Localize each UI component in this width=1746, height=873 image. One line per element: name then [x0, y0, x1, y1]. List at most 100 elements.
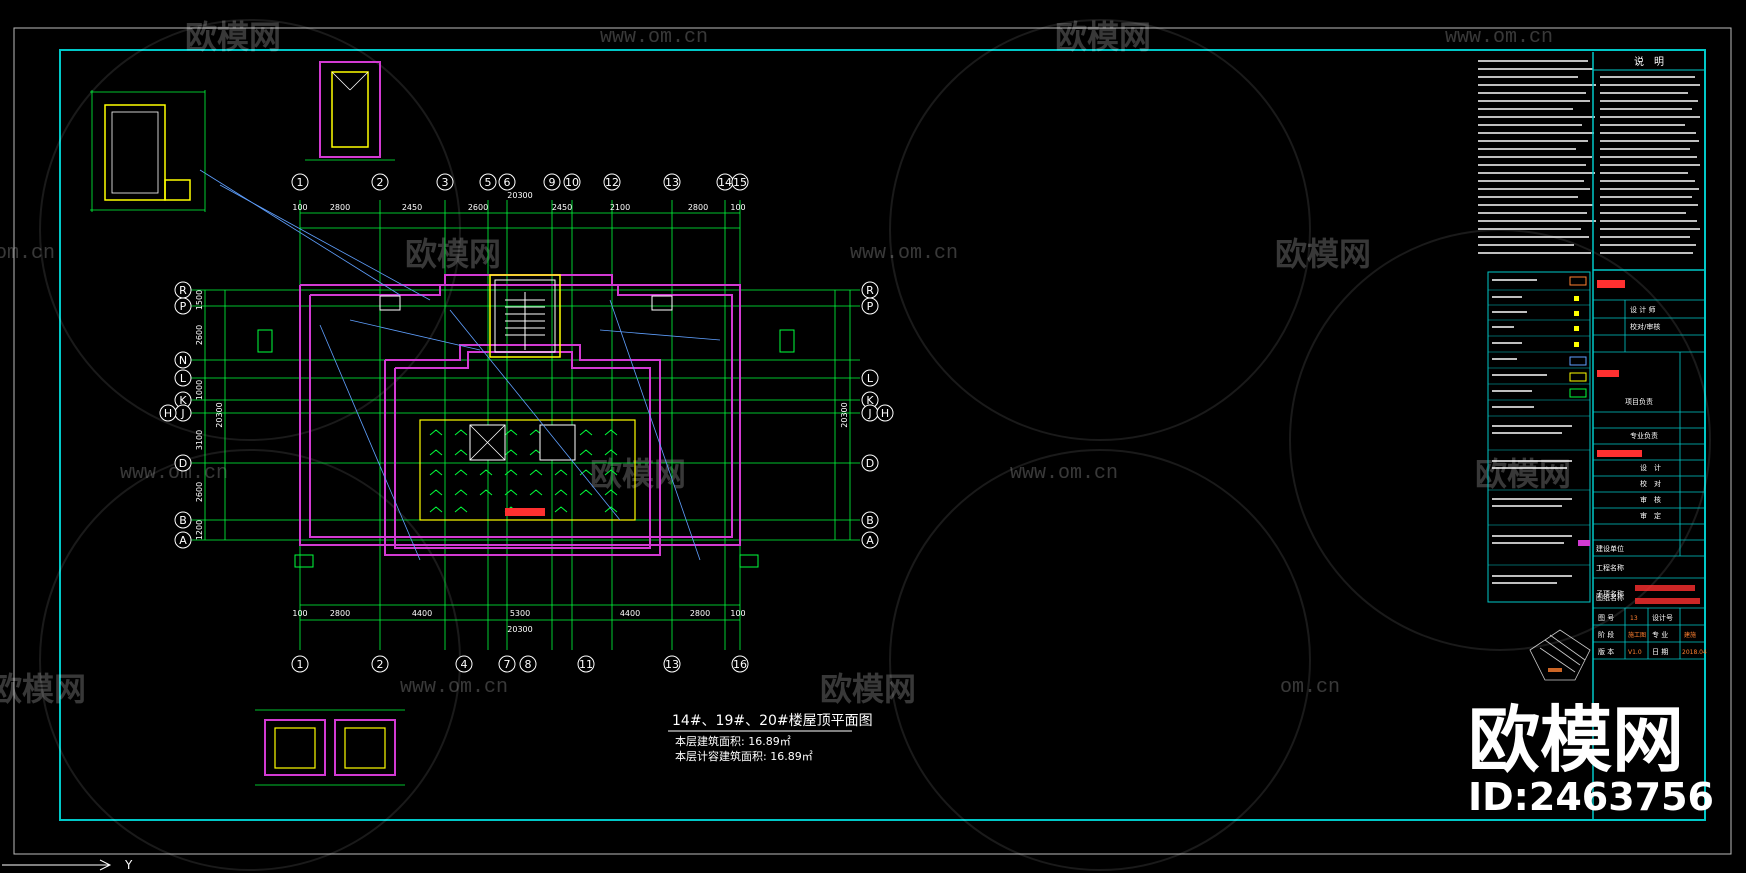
axis-label: 10: [565, 176, 579, 189]
title-row-label: 工程名称: [1596, 563, 1624, 572]
title-row-label: 项目负责: [1625, 397, 1653, 406]
axis-label: 13: [665, 658, 679, 671]
title-block: 设 计 师 校对/审核 项目负责 专业负责 设 计 校 对 审 核 审 定 建设…: [1593, 280, 1707, 660]
axis-label: 4: [461, 658, 468, 671]
axis-label: L: [867, 372, 874, 385]
axis-labels-right: R P L K J H D B A: [866, 284, 889, 547]
pipes-and-leaders: [199, 169, 721, 561]
dimension-text: 2600: [468, 203, 488, 212]
dimension-text: 1000: [195, 380, 204, 400]
axis-bubbles-right: [861, 281, 894, 549]
area-line-2: 本层计容建筑面积: 16.89㎡: [675, 749, 813, 763]
watermark-brand: 欧模网: [1055, 18, 1151, 56]
table-label: 版 本: [1598, 647, 1614, 656]
title-row-label: 建设单位: [1596, 544, 1624, 553]
legend-column: [1487, 271, 1591, 603]
dimension-text: 2800: [330, 609, 350, 618]
dimension-text: 20300: [840, 402, 849, 427]
dimension-texts: 100 2800 2450 2600 2450 2100 2800 100 20…: [292, 191, 745, 634]
dimension-text: 20300: [507, 625, 532, 634]
detail-boxes: [257, 295, 795, 568]
dimension-text: 2450: [552, 203, 572, 212]
dimension-text: 20300: [507, 191, 532, 200]
axis-labels-left: R P N L K J H D B A: [164, 284, 188, 547]
brand-watermark-text: 欧模网: [1468, 698, 1684, 782]
dimension-text: 1200: [195, 520, 204, 540]
axis-bubbles-bottom: [291, 655, 749, 673]
detail-plan-bottom: [255, 709, 405, 786]
table-value: 建施: [1684, 631, 1696, 639]
dimension-text: 100: [730, 203, 745, 212]
axis-label: 8: [525, 658, 532, 671]
axis-label: 16: [733, 658, 747, 671]
dimension-text: 2100: [610, 203, 630, 212]
table-label: 阶 段: [1598, 630, 1614, 639]
watermark-brand: 欧模网: [820, 670, 916, 708]
table-value: 施工图: [1628, 631, 1646, 639]
title-row-label: 专业负责: [1630, 431, 1658, 440]
inner-frame: [59, 49, 1706, 821]
axis-label: B: [179, 514, 187, 527]
drawing-title: 14#、19#、20#楼屋顶平面图 本层建筑面积: 16.89㎡ 本层计容建筑面…: [668, 713, 873, 763]
axis-label: 11: [579, 658, 593, 671]
axis-label: L: [180, 372, 187, 385]
brand-watermark-id: ID:2463756: [1468, 775, 1714, 819]
axis-label: 7: [504, 658, 511, 671]
dimension-text: 2600: [195, 482, 204, 502]
axis-label: 14: [718, 176, 732, 189]
ucs-icon: Y: [2, 858, 133, 872]
watermark-brand: 欧模网: [0, 670, 86, 708]
dimension-text: 5300: [510, 609, 530, 618]
title-row-label: 审 核: [1640, 495, 1661, 504]
watermark-brand: 欧模网: [405, 235, 501, 273]
axis-label: D: [179, 457, 187, 470]
watermark-url: www.om.cn: [400, 676, 508, 699]
watermark-url: www.om.cn: [850, 242, 958, 265]
axis-labels-bottom: 1 2 4 7 8 11 13 16: [297, 658, 748, 671]
axis-label: A: [866, 534, 874, 547]
dimension-text: 4400: [620, 609, 640, 618]
axis-label: 2: [377, 658, 384, 671]
svg-text:Y: Y: [124, 858, 133, 872]
axis-bubbles-left: [159, 281, 192, 549]
dimension-text: 2800: [688, 203, 708, 212]
axis-label: 3: [442, 176, 449, 189]
axis-label: 5: [485, 176, 492, 189]
table-label: 专 业: [1652, 630, 1668, 639]
title-row-label: 设 计: [1640, 463, 1661, 472]
dimension-texts-left: 1500 2600 1000 3100 2600 1200 20300 2030…: [195, 290, 849, 540]
axis-label: 15: [733, 176, 747, 189]
watermark-url: www.om.cn: [1010, 462, 1118, 485]
title-row-label: 审 定: [1640, 511, 1661, 520]
axis-label: B: [866, 514, 874, 527]
axis-label: P: [867, 300, 874, 313]
notes-panel: 说 明: [1478, 52, 1705, 820]
dimension-lines: [204, 212, 851, 621]
dimension-text: 2450: [402, 203, 422, 212]
dimension-text: 1500: [195, 290, 204, 310]
title-row-label: 设 计 师: [1630, 305, 1655, 314]
title-row-label: 校 对: [1640, 479, 1661, 488]
watermark-circles: [39, 19, 1711, 871]
watermarks: 欧模网 www.om.cn 欧模网 www.om.cn om.cn 欧模网 ww…: [0, 18, 1571, 708]
axis-label: 1: [297, 176, 304, 189]
watermark-brand: 欧模网: [185, 18, 281, 56]
axis-label: H: [164, 407, 172, 420]
detail-plan-top-left: [90, 90, 206, 212]
watermark-url: www.om.cn: [1445, 26, 1553, 49]
axis-label: 2: [377, 176, 384, 189]
dimension-text: 20300: [215, 402, 224, 427]
detail-plan-top-middle: [305, 61, 395, 161]
dimension-text: 2800: [330, 203, 350, 212]
stair-core: [494, 279, 556, 353]
table-value: 2018.04: [1682, 649, 1707, 656]
dimension-text: 100: [730, 609, 745, 618]
watermark-url: www.om.cn: [600, 26, 708, 49]
area-line-1: 本层建筑面积: 16.89㎡: [675, 734, 791, 748]
title-row-label: 子项名称: [1596, 589, 1624, 598]
notes-text-block: [1478, 60, 1700, 254]
floor-plan: 1 2 3 5 6 9 10 12 13 14 15 1 2 4 7 8 11 …: [159, 169, 894, 673]
brand-watermark: 欧模网 ID:2463756: [1468, 698, 1714, 819]
axis-label: A: [179, 534, 187, 547]
